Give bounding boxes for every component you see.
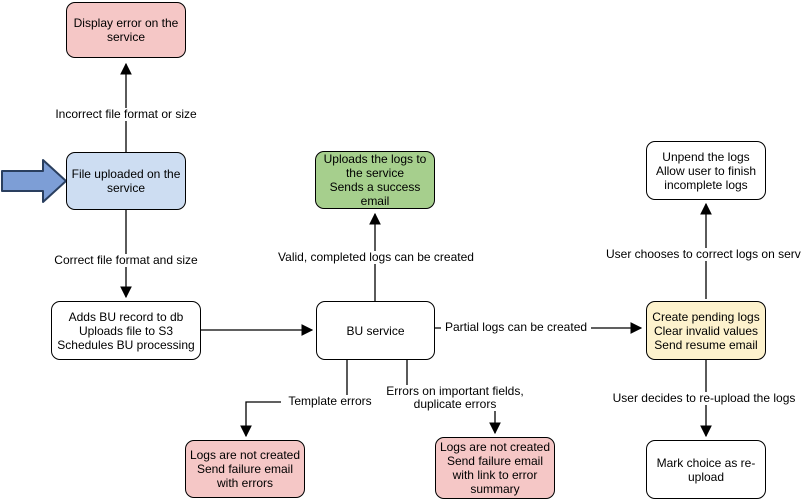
node-display-error[interactable]: Display error on the service <box>66 2 186 58</box>
edge-label-field-errors: Errors on important fields, duplicate er… <box>385 384 525 411</box>
node-text: Uploads the logs to the service Sends a … <box>323 152 427 208</box>
node-text: Mark choice as re- upload <box>656 455 756 484</box>
node-uploads-logs-success[interactable]: Uploads the logs to the service Sends a … <box>315 151 435 209</box>
node-text: Logs are not created Send failure email … <box>189 448 301 490</box>
edge-label-valid-logs: Valid, completed logs can be created <box>266 251 486 264</box>
node-text: Create pending logs Clear invalid values… <box>652 309 760 352</box>
node-text: Display error on the service <box>73 16 179 44</box>
node-text: Logs are not created Send failure email … <box>439 440 551 496</box>
node-logs-not-created-fields[interactable]: Logs are not created Send failure email … <box>435 437 555 499</box>
node-text: Adds BU record to db Uploads file to S3 … <box>57 309 195 352</box>
edge-label-incorrect-format: Incorrect file format or size <box>46 108 206 121</box>
edge-label-partial-logs: Partial logs can be created <box>441 321 591 334</box>
node-file-uploaded[interactable]: File uploaded on the service <box>66 152 186 210</box>
entry-arrow-icon[interactable] <box>1 159 67 203</box>
node-adds-bu-record[interactable]: Adds BU record to db Uploads file to S3 … <box>51 301 201 360</box>
edge-label-template-errors: Template errors <box>281 395 379 408</box>
edge-label-correct-on-service: User chooses to correct logs on service <box>606 247 801 261</box>
node-logs-not-created-template[interactable]: Logs are not created Send failure email … <box>185 440 305 498</box>
node-unpend-logs[interactable]: Unpend the logs Allow user to finish inc… <box>646 141 766 200</box>
edge-label-reupload: User decides to re-upload the logs <box>611 391 797 405</box>
node-bu-service[interactable]: BU service <box>316 301 435 360</box>
node-text: File uploaded on the service <box>71 167 181 195</box>
edge-label-correct-format: Correct file format and size <box>46 254 206 267</box>
node-mark-reupload[interactable]: Mark choice as re- upload <box>646 440 766 499</box>
node-text: BU service <box>346 323 405 338</box>
node-text: Unpend the logs Allow user to finish inc… <box>655 149 757 192</box>
node-create-pending-logs[interactable]: Create pending logs Clear invalid values… <box>646 301 766 360</box>
